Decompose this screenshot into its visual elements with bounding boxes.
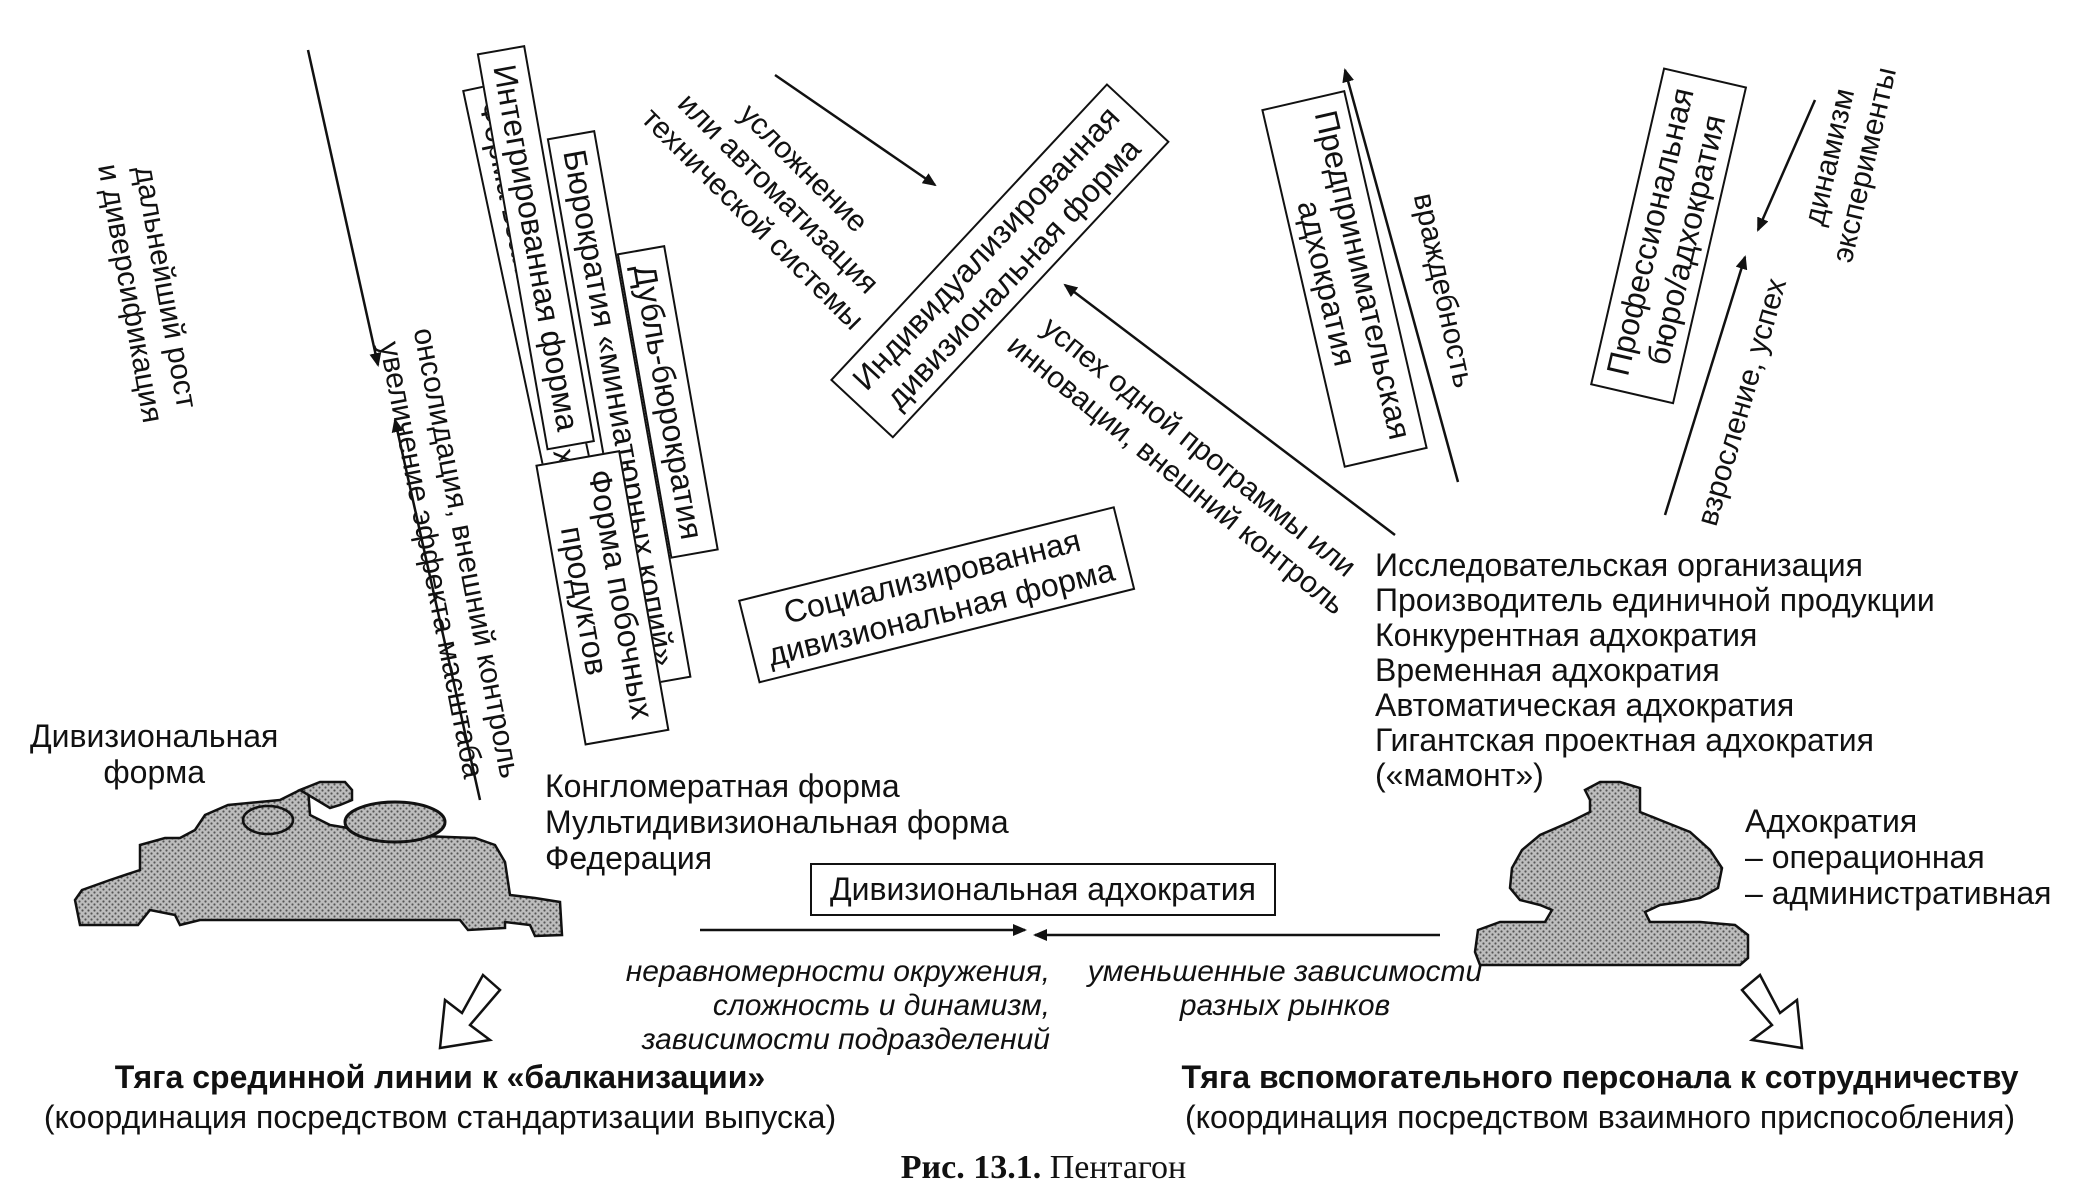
figure-caption: Рис. 13.1. Пентагон — [0, 1148, 2087, 1189]
left-converging-label: неравномерности окружения, сложность и д… — [625, 955, 1050, 1056]
left-pull-title: Тяга срединной линии к «балканизации» — [114, 1059, 766, 1095]
list-item: Производитель единичной продукции — [1375, 582, 1935, 618]
list-item: Временная адхократия — [1375, 652, 1720, 688]
right-pull-text: Тяга вспомогательного персонала к сотруд… — [1135, 1057, 2065, 1137]
growth-arrow — [306, 49, 382, 367]
left-pull-arrow — [438, 973, 502, 1050]
success-arrow — [1063, 283, 1396, 536]
consolidation-arrow — [391, 418, 482, 801]
divisional-variants: Конгломератная форма Мультидивизиональна… — [545, 768, 1009, 876]
list-item: («мамонт») — [1375, 757, 1544, 793]
divisional-form-title: Дивизиональная форма — [30, 718, 279, 790]
adhocracy-title-block: Адхократия – операционная – администрати… — [1745, 803, 2051, 911]
list-item: – административная — [1745, 875, 2052, 911]
complication-arrow — [774, 73, 937, 187]
list-item: Конгломератная форма — [545, 768, 900, 804]
list-item: Гигантская проектная адхократия — [1375, 722, 1874, 758]
figure-caption-label: Рис. 13.1. — [900, 1149, 1042, 1186]
list-item: Мультидивизиональная форма — [545, 804, 1009, 840]
list-item: – операционная — [1745, 839, 1985, 875]
right-converging-label: уменьшенные зависимости разных рынков — [1087, 955, 1483, 1022]
list-item: Исследовательская организация — [1375, 547, 1863, 583]
list-item: Конкурентная адхократия — [1375, 617, 1758, 653]
left-pull-subtitle: (координация посредством стандартизации … — [43, 1099, 837, 1135]
adhocracy-shape — [1473, 780, 1750, 967]
maturation-arrow — [1663, 255, 1748, 516]
hostility-arrow — [1342, 68, 1460, 483]
right-pull-subtitle: (координация посредством взаимного присп… — [1184, 1099, 2016, 1135]
list-item: Федерация — [545, 840, 713, 876]
right-pull-title: Тяга вспомогательного персонала к сотруд… — [1181, 1059, 2019, 1095]
adhocracy-list: Исследовательская организация Производит… — [1375, 548, 1935, 793]
left-pull-text: Тяга срединной линии к «балканизации» (к… — [0, 1057, 880, 1137]
adhocracy-title: Адхократия — [1745, 803, 1918, 839]
box-divisional-adhocracy: Дивизиональная адхократия — [810, 863, 1276, 916]
dynamism-arrow — [1756, 99, 1817, 232]
divisional-form-shape — [73, 780, 564, 938]
list-item: Автоматическая адхократия — [1375, 687, 1795, 723]
figure-caption-title: Пентагон — [1049, 1149, 1187, 1186]
right-pull-arrow — [1740, 973, 1804, 1050]
